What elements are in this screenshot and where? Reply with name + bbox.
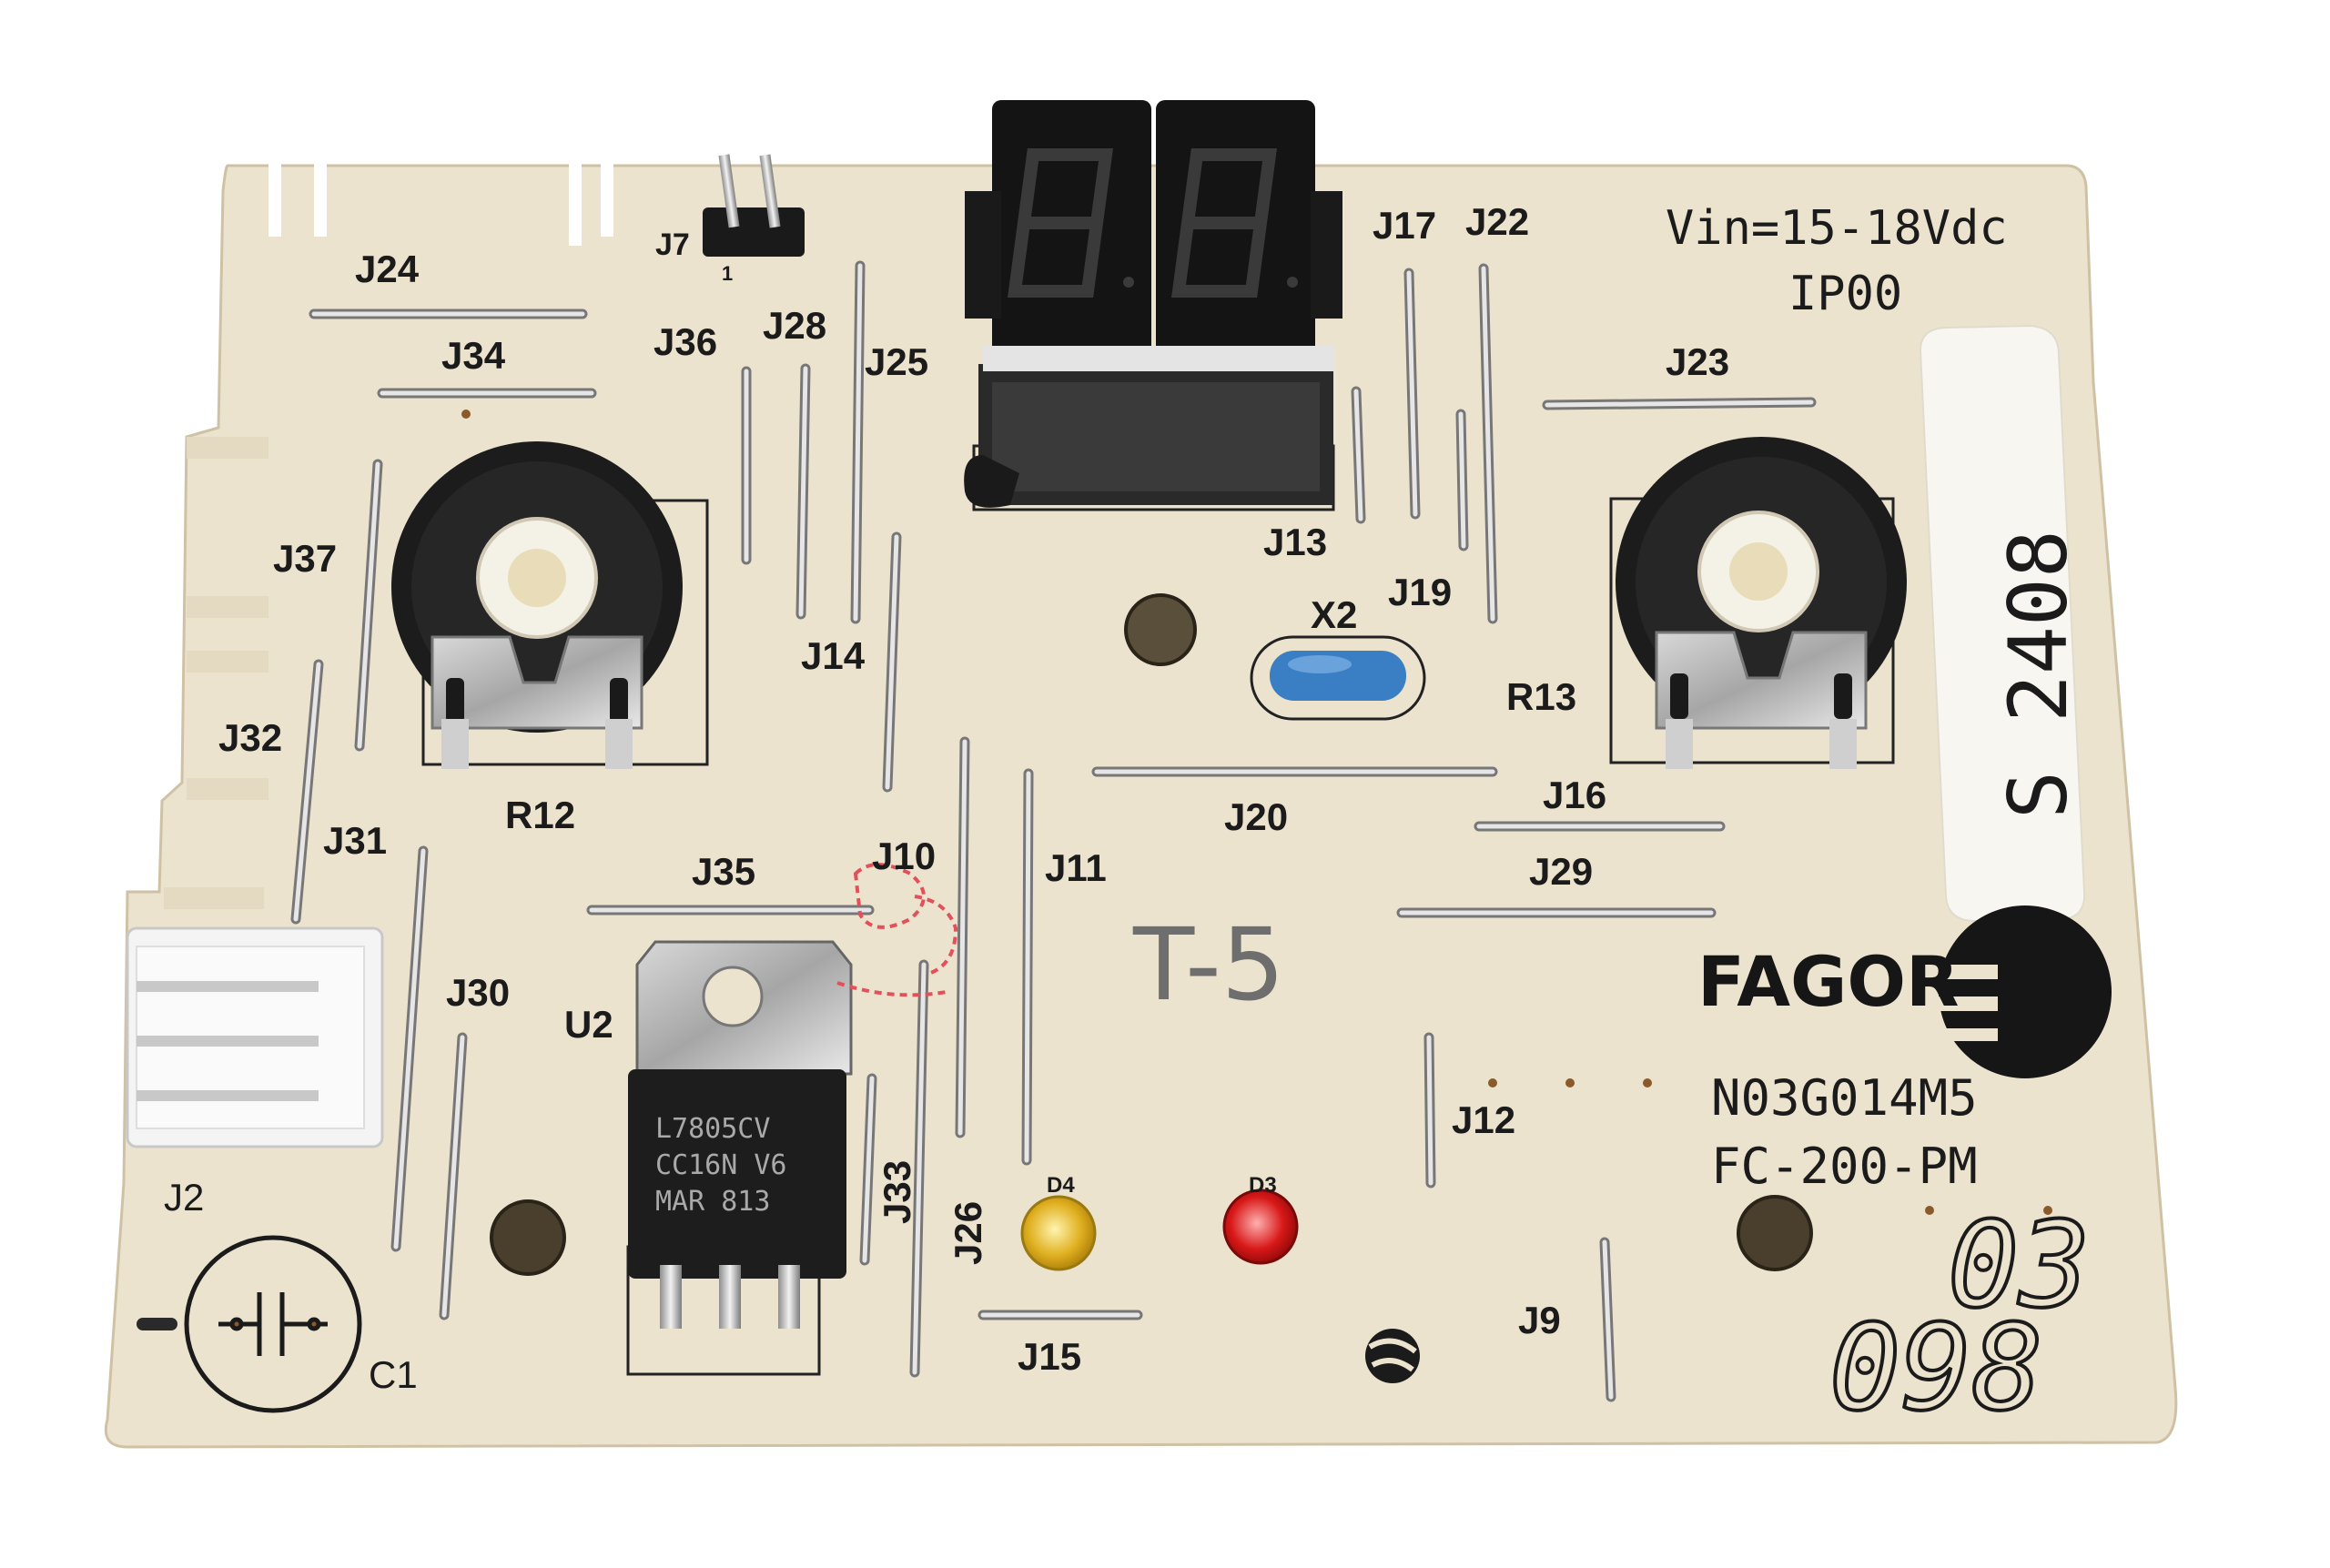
crystal-x2 (1250, 635, 1426, 721)
led-d4 (1020, 1195, 1097, 1271)
capacitor-c1-symbol (184, 1235, 362, 1413)
solder-dots (461, 410, 2052, 1215)
date-code-bottom: 098 (1829, 1299, 2043, 1437)
label-j22: J22 (1465, 200, 1529, 243)
led-d3 (1222, 1189, 1299, 1265)
board-slot (187, 596, 268, 618)
regulator-marking-line-1: L7805CV (655, 1113, 770, 1145)
regulator-marking-line-2: CC16N V6 (655, 1149, 787, 1181)
label-j36: J36 (653, 320, 717, 363)
connector-j2 (126, 926, 384, 1148)
seven-segment-display (964, 100, 1342, 511)
mounting-hole (1124, 593, 1197, 666)
label-j26: J26 (947, 1201, 989, 1265)
label-c1: C1 (369, 1353, 418, 1396)
label-j7: J7 (655, 228, 690, 262)
label-j10: J10 (872, 835, 936, 877)
label-j17: J17 (1373, 204, 1436, 247)
board-slot (164, 887, 264, 909)
label-j29: J29 (1529, 850, 1593, 893)
mounting-hole (490, 1199, 566, 1276)
label-j20: J20 (1224, 795, 1288, 838)
label-j34: J34 (441, 334, 506, 377)
label-r12: R12 (505, 794, 575, 836)
label-j12: J12 (1452, 1098, 1515, 1141)
brand-name: FAGOR (1697, 941, 1960, 1022)
regulator-marking-line-3: MAR 813 (655, 1186, 770, 1218)
marker-scribble (836, 863, 958, 997)
ip-rating: IP00 (1788, 267, 1902, 321)
capacitor-lead (137, 1318, 177, 1330)
board-notch (569, 164, 582, 246)
label-j24: J24 (355, 248, 420, 290)
label-j31: J31 (323, 819, 387, 862)
label-j25: J25 (865, 340, 928, 383)
label-j16: J16 (1543, 774, 1606, 816)
voltage-regulator-u2 (626, 940, 853, 1376)
label-j13: J13 (1263, 521, 1327, 563)
label-j35: J35 (692, 850, 755, 893)
label-r13: R13 (1506, 675, 1576, 718)
small-logo-icon (1365, 1329, 1420, 1383)
board-slot (187, 437, 268, 459)
label-d3: D3 (1249, 1173, 1277, 1198)
handwritten-mark: T-5 (1132, 906, 1285, 1023)
jumper-wires (290, 260, 1817, 1402)
label-x2: X2 (1311, 593, 1357, 636)
label-j14: J14 (801, 634, 866, 677)
label-j2: J2 (164, 1176, 204, 1219)
label-d4: D4 (1047, 1173, 1075, 1198)
potentiometer-r13 (1609, 437, 1907, 769)
j7-pin-header (703, 154, 805, 257)
potentiometer-r12 (391, 441, 709, 769)
board-slot (187, 651, 268, 673)
label-j30: J30 (446, 971, 510, 1014)
date-code-top: 03 (1948, 1196, 2091, 1334)
label-j28: J28 (763, 304, 826, 347)
label-j7-pin: 1 (722, 262, 733, 285)
board-notch (268, 164, 281, 237)
variant-number: FC-200-PM (1711, 1138, 1978, 1195)
board-notch (314, 164, 327, 237)
label-j37: J37 (273, 537, 337, 580)
mounting-hole (1737, 1195, 1813, 1271)
brand-logo (1925, 905, 2112, 1078)
serial-sticker (1919, 324, 2086, 923)
label-j33: J33 (876, 1160, 918, 1224)
label-j19: J19 (1388, 571, 1452, 613)
sticker-serial: S 2408 (1991, 530, 2085, 819)
label-j23: J23 (1666, 340, 1729, 383)
label-j15: J15 (1018, 1335, 1081, 1378)
label-j11: J11 (1045, 846, 1107, 889)
label-j9: J9 (1518, 1299, 1561, 1341)
label-j32: J32 (218, 716, 282, 759)
board-slot (187, 778, 268, 800)
model-number: N03G014M5 (1711, 1069, 1978, 1127)
label-u2: U2 (564, 1003, 613, 1046)
voltage-rating: Vin=15-18Vdc (1666, 201, 2008, 256)
board-notch (601, 164, 613, 237)
